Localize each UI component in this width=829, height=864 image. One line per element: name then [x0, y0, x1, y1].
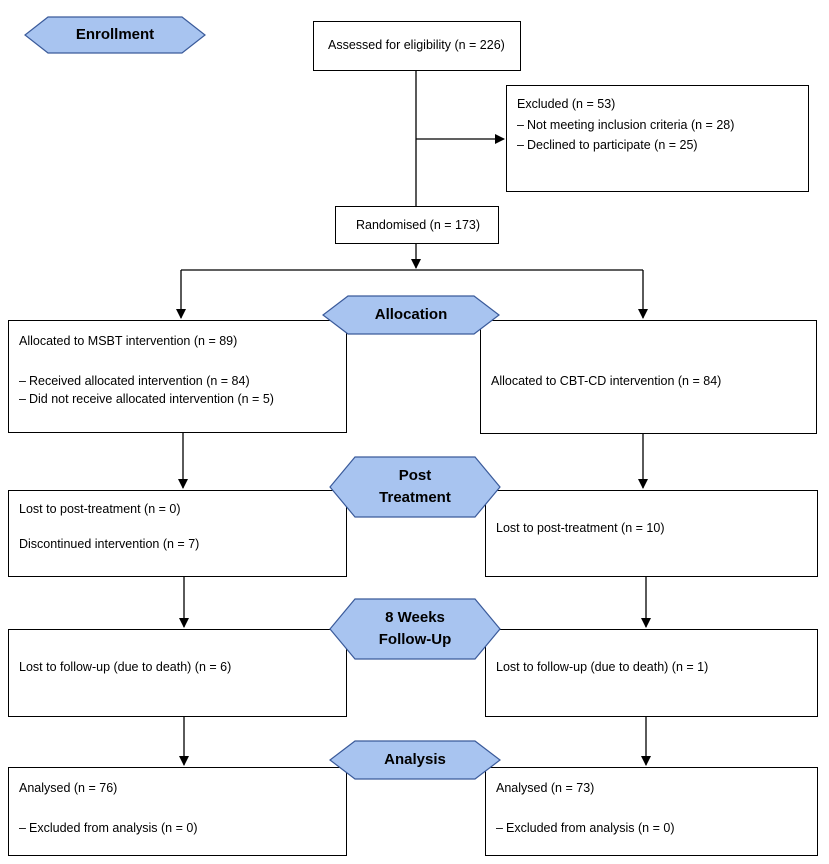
bullet-dash: –	[517, 118, 524, 132]
msbt-received-text: –Received allocated intervention (n = 84…	[19, 374, 250, 388]
assessed-box: Assessed for eligibility (n = 226)	[313, 21, 521, 71]
enrollment-label: Enrollment	[75, 26, 155, 43]
msbt-discontinued-text: Discontinued intervention (n = 7)	[19, 537, 200, 551]
msbt-followup-box: Lost to follow-up (due to death) (n = 6)	[8, 629, 347, 717]
bullet-dash: –	[517, 138, 524, 152]
assessed-text: Assessed for eligibility (n = 226)	[328, 38, 505, 52]
randomised-text: Randomised (n = 173)	[356, 218, 481, 232]
bullet-dash: –	[19, 821, 26, 835]
msbt-allocation-box: Allocated to MSBT intervention (n = 89) …	[8, 320, 347, 433]
msbt-lost-post-text: Lost to post-treatment (n = 0)	[19, 502, 181, 516]
excluded-box: Excluded (n = 53) –Not meeting inclusion…	[506, 85, 809, 192]
tag-shape	[329, 456, 501, 518]
bullet-dash: –	[19, 374, 26, 388]
followup-stage-tag: 8 Weeks Follow-Up	[329, 598, 501, 660]
allocation-stage-tag: Allocation	[322, 295, 500, 335]
cbt-analysis-box: Analysed (n = 73) –Excluded from analysi…	[485, 767, 818, 856]
msbt-analysed-text: Analysed (n = 76)	[19, 781, 118, 795]
randomised-box: Randomised (n = 173)	[335, 206, 499, 244]
enrollment-stage-tag: Enrollment	[24, 16, 206, 54]
tag-shape	[329, 740, 501, 780]
msbt-excluded-analysis-text: –Excluded from analysis (n = 0)	[19, 821, 198, 835]
analysis-label: Analysis	[384, 751, 446, 768]
cbt-excluded-analysis-text: –Excluded from analysis (n = 0)	[496, 821, 675, 835]
cbt-allocated-text: Allocated to CBT-CD intervention (n = 84…	[491, 374, 722, 388]
bullet-dash: –	[496, 821, 503, 835]
cbt-allocation-box: Allocated to CBT-CD intervention (n = 84…	[480, 320, 817, 434]
allocation-label: Allocation	[374, 306, 448, 323]
cbt-post-box: Lost to post-treatment (n = 10)	[485, 490, 818, 577]
msbt-post-box: Lost to post-treatment (n = 0) Discontin…	[8, 490, 347, 577]
analysis-stage-tag: Analysis	[329, 740, 501, 780]
msbt-not-received-text: –Did not receive allocated intervention …	[19, 392, 274, 406]
tag-shape	[322, 295, 500, 335]
msbt-lost-followup-text: Lost to follow-up (due to death) (n = 6)	[19, 660, 232, 674]
msbt-analysis-box: Analysed (n = 76) –Excluded from analysi…	[8, 767, 347, 856]
excluded-item: –Not meeting inclusion criteria (n = 28)	[517, 118, 735, 132]
excluded-item: –Declined to participate (n = 25)	[517, 138, 698, 152]
post-treatment-label-line1: Post	[398, 467, 432, 484]
tag-shape	[24, 16, 206, 54]
cbt-followup-box: Lost to follow-up (due to death) (n = 1)	[485, 629, 818, 717]
cbt-lost-followup-text: Lost to follow-up (due to death) (n = 1)	[496, 660, 709, 674]
post-treatment-label-line2: Treatment	[379, 489, 451, 506]
excluded-title: Excluded (n = 53)	[517, 97, 616, 111]
bullet-dash: –	[19, 392, 26, 406]
followup-label-line2: Follow-Up	[378, 631, 452, 648]
tag-shape	[329, 598, 501, 660]
followup-label-line1: 8 Weeks	[385, 609, 445, 626]
cbt-analysed-text: Analysed (n = 73)	[496, 781, 595, 795]
post-treatment-stage-tag: Post Treatment	[329, 456, 501, 518]
msbt-allocated-text: Allocated to MSBT intervention (n = 89)	[19, 334, 238, 348]
cbt-lost-post-text: Lost to post-treatment (n = 10)	[496, 521, 665, 535]
